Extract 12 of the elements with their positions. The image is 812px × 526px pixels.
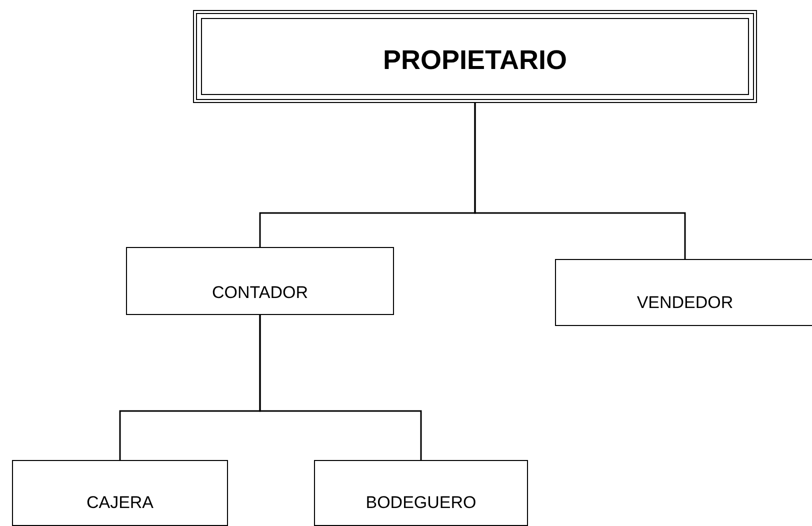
connector-line	[259, 315, 422, 460]
role-box	[126, 247, 394, 315]
role-box	[12, 460, 228, 526]
role-title: BODEGUERO	[366, 493, 476, 513]
role-box	[314, 460, 528, 526]
role-title: CONTADOR	[212, 283, 308, 303]
connector-line	[474, 103, 686, 259]
role-title: CAJERA	[86, 493, 154, 513]
role-title: PROPIETARIO	[382, 45, 568, 76]
role-title: VENDEDOR	[636, 292, 734, 312]
role-box	[555, 259, 812, 326]
title-box	[193, 10, 757, 103]
